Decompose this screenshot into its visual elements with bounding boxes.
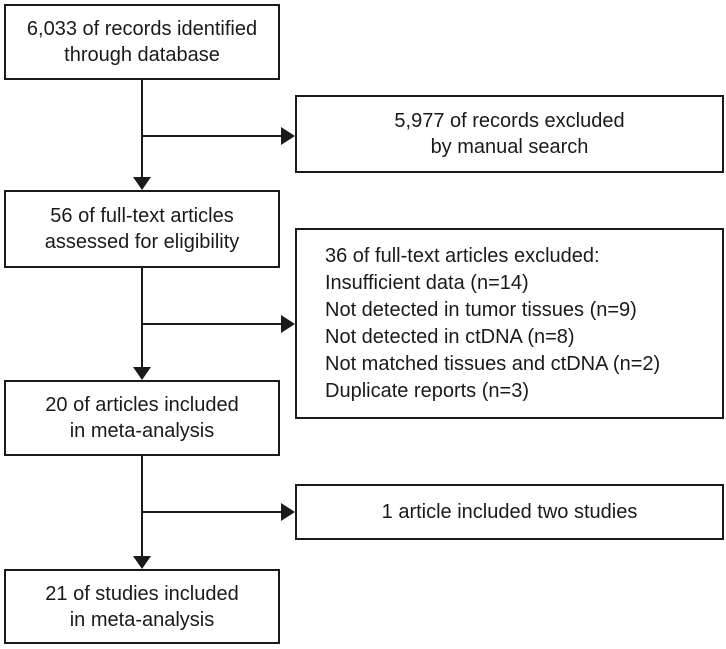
connector-vertical-2 [141,268,143,367]
exclusion-title: 36 of full-text articles excluded: [325,244,600,267]
node-text-line: 1 article included two studies [381,501,638,523]
arrow-right-icon [281,503,295,521]
node-text-line: assessed for eligibility [44,231,240,253]
node-records-excluded: 5,977 of records excluded by manual sear… [295,95,724,173]
node-text-line: in meta-analysis [69,420,215,442]
node-records-identified: 6,033 of records identified through data… [4,4,280,80]
connector-horizontal-3 [142,511,281,513]
exclusion-reason: Not detected in tumor tissues (n=9) [325,298,637,321]
node-fulltext-excluded: 36 of full-text articles excluded: Insuf… [295,228,724,419]
node-text-line: 6,033 of records identified [26,18,258,40]
arrow-down-icon [133,556,151,569]
node-text-line: in meta-analysis [69,608,215,631]
exclusion-reason: Not matched tissues and ctDNA (n=2) [325,352,661,375]
exclusion-reason: Insufficient data (n=14) [325,271,529,294]
connector-horizontal-2 [142,323,281,325]
node-studies-included: 21 of studies included in meta-analysis [4,569,280,644]
connector-vertical-1 [141,80,143,177]
arrow-right-icon [281,127,295,145]
exclusion-reason: Not detected in ctDNA (n=8) [325,325,575,348]
node-articles-included: 20 of articles included in meta-analysis [4,380,280,456]
connector-vertical-3 [141,456,143,556]
arrow-right-icon [281,315,295,333]
node-text-line: 21 of studies included [45,582,239,605]
node-article-two-studies: 1 article included two studies [295,484,724,540]
node-text-line: 5,977 of records excluded [394,110,625,132]
connector-horizontal-1 [142,135,281,137]
node-text-line: through database [64,44,220,66]
node-text-line: by manual search [430,136,589,158]
arrow-down-icon [133,367,151,380]
node-text-line: 56 of full-text articles [50,205,234,227]
node-text-line: 20 of articles included [45,394,239,416]
arrow-down-icon [133,177,151,190]
exclusion-reason: Duplicate reports (n=3) [325,379,529,402]
node-fulltext-assessed: 56 of full-text articles assessed for el… [4,190,280,268]
